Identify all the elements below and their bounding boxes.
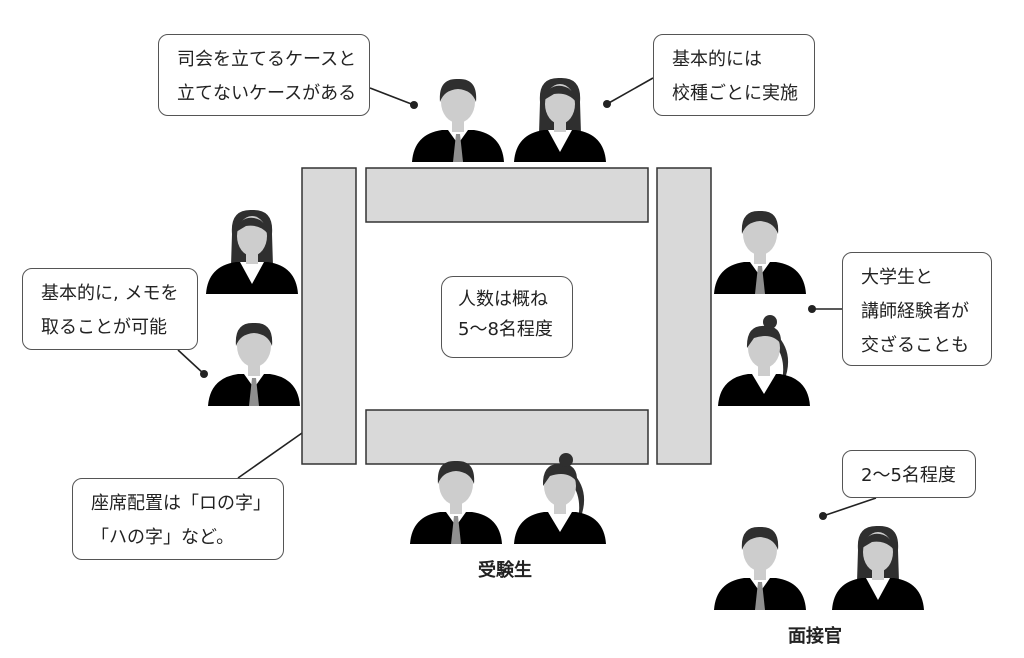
callout-interviewer-count: 2～5名程度 <box>842 450 976 498</box>
callout-memo-line-2: 取ることが可能 <box>41 317 167 338</box>
participant-count-box: 人数は概ね 5～8名程度 <box>441 276 573 358</box>
examinee-right-upper-figure <box>714 210 806 294</box>
callout-seating-line-1: 座席配置は「ロの字」 <box>91 493 271 514</box>
examinee-top-left-figure <box>412 78 504 162</box>
interviewer-left-figure <box>714 526 806 610</box>
examinee-left-lower-figure <box>208 322 300 406</box>
interviewers-label: 面接官 <box>788 626 842 647</box>
examinees-label: 受験生 <box>478 560 532 581</box>
callout-evaluators-line-3: 交ざることも <box>861 335 969 356</box>
leader-memo <box>177 349 208 378</box>
callout-moderator-line-2: 立てないケースがある <box>177 83 357 104</box>
callout-interviewer-count-line-1: 2～5名程度 <box>861 465 956 486</box>
table-top <box>365 167 649 223</box>
examinee-bottom-right-figure <box>514 453 606 544</box>
callout-evaluators-line-1: 大学生と <box>861 267 933 288</box>
leader-interviewer-count <box>819 497 877 520</box>
table-left <box>301 167 357 465</box>
participant-count-line-2: 5～8名程度 <box>458 319 553 340</box>
leader-school-type <box>603 77 654 108</box>
callout-evaluators-line-2: 講師経験者が <box>861 301 969 322</box>
callout-memo-line-1: 基本的に, メモを <box>41 283 179 304</box>
callout-school-type-line-1: 基本的には <box>672 49 762 70</box>
table-right <box>656 167 712 465</box>
leader-moderator <box>369 87 418 109</box>
examinee-right-lower-figure <box>718 315 810 406</box>
table-bottom <box>365 409 649 465</box>
leader-evaluators <box>808 305 842 313</box>
callout-school-type-line-2: 校種ごとに実施 <box>672 83 798 104</box>
participant-count-line-1: 人数は概ね <box>458 289 548 310</box>
tables <box>301 167 712 465</box>
examinee-top-right-figure <box>514 77 606 162</box>
callout-moderator-line-1: 司会を立てるケースと <box>177 49 357 70</box>
callout-seating: 座席配置は「ロの字」 「ハの字」など。 <box>72 478 284 560</box>
interviewer-right-figure <box>832 525 924 610</box>
examinee-bottom-left-figure <box>410 460 502 544</box>
callout-memo: 基本的に, メモを 取ることが可能 <box>22 268 198 350</box>
callout-seating-line-2: 「ハの字」など。 <box>91 527 235 548</box>
callout-school-type: 基本的には 校種ごとに実施 <box>653 34 815 116</box>
examinee-left-upper-figure <box>206 209 298 294</box>
callout-evaluators: 大学生と 講師経験者が 交ざることも <box>842 252 992 366</box>
callout-moderator: 司会を立てるケースと 立てないケースがある <box>158 34 370 116</box>
